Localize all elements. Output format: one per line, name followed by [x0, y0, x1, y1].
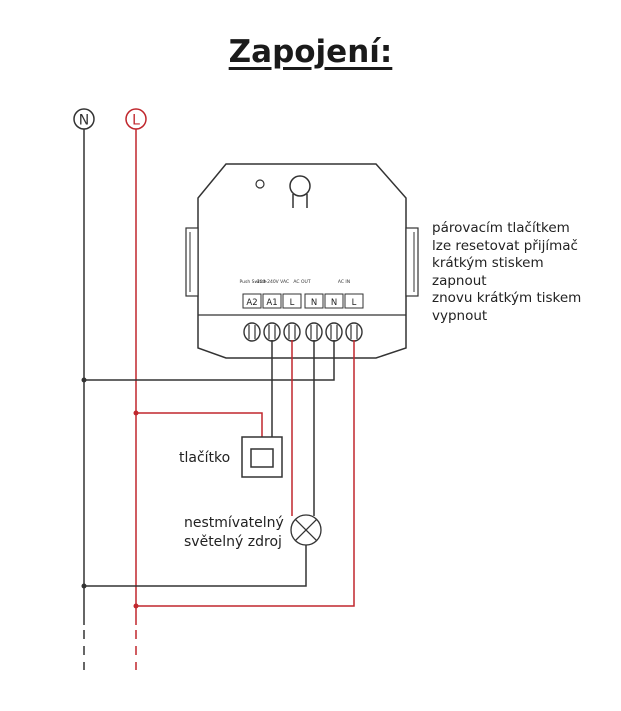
- terminal-label: A2: [246, 298, 257, 308]
- wire-live-to-button: [136, 412, 263, 440]
- note-line: znovu krátkým tiskem: [432, 290, 582, 306]
- group-label-ac-in: AC IN: [338, 279, 350, 285]
- receiver-module: Push Switch 100-240V VAC AC OUT AC IN A2…: [185, 163, 419, 359]
- note-line: krátkým stiskem: [432, 255, 544, 271]
- terminal-label-box: L: [344, 293, 364, 309]
- group-label-push-switch: Push Switch: [240, 279, 267, 285]
- terminal-screw-icon: [243, 322, 261, 342]
- terminal-label: L: [290, 298, 295, 308]
- terminal-screw-icon: [345, 322, 363, 342]
- live-rail: L: [125, 108, 147, 670]
- module-outline: [197, 163, 407, 359]
- wire-lamp-to-neutral: [84, 545, 307, 587]
- junction-dot: [133, 410, 139, 416]
- page-title: Zapojení:: [228, 34, 393, 70]
- terminal-label: N: [331, 298, 337, 308]
- terminal-label-box: N: [304, 293, 324, 309]
- terminal-label: A1: [266, 298, 277, 308]
- lamp-label-line-2: světelný zdroj: [184, 534, 282, 550]
- terminal-label: N: [311, 298, 317, 308]
- left-clip: [185, 227, 199, 297]
- group-label-voltage: 100-240V VAC: [257, 279, 289, 285]
- terminal-screw-icon: [283, 322, 301, 342]
- lamp-label-line-1: nestmívatelný: [184, 515, 284, 531]
- neutral-rail: N: [73, 108, 95, 670]
- note-line: lze resetovat přijímač: [432, 237, 578, 254]
- junction-dot: [81, 583, 87, 589]
- note-line: párovacím tlačítkem: [432, 220, 570, 236]
- junction-dot: [133, 603, 139, 609]
- terminal-screw-icon: [305, 322, 323, 342]
- live-label: L: [132, 113, 140, 129]
- push-button-icon: [241, 436, 283, 478]
- terminal-screw-icon: [263, 322, 281, 342]
- terminal-screw-icon: [325, 322, 343, 342]
- pairing-button-icon: [289, 175, 311, 208]
- terminal-label-box: A1: [262, 293, 282, 309]
- note-line: vypnout: [432, 307, 488, 324]
- wire-neutral-in: [84, 340, 335, 381]
- led-indicator: [255, 179, 265, 189]
- terminal-label: L: [352, 298, 357, 308]
- terminal-label-box: A2: [242, 293, 262, 309]
- button-label: tlačítko: [179, 450, 231, 466]
- right-clip: [405, 227, 419, 297]
- neutral-label: N: [79, 113, 89, 129]
- junction-dot: [81, 377, 87, 383]
- terminal-label-box: L: [282, 293, 302, 309]
- wire-live-in: [136, 340, 355, 607]
- note-line: zapnout: [432, 272, 487, 289]
- terminal-label-box: N: [324, 293, 344, 309]
- group-label-ac-out: AC OUT: [293, 279, 310, 285]
- lamp-icon: [290, 514, 322, 546]
- pairing-note: párovacím tlačítkem lze resetovat přijím…: [432, 220, 581, 325]
